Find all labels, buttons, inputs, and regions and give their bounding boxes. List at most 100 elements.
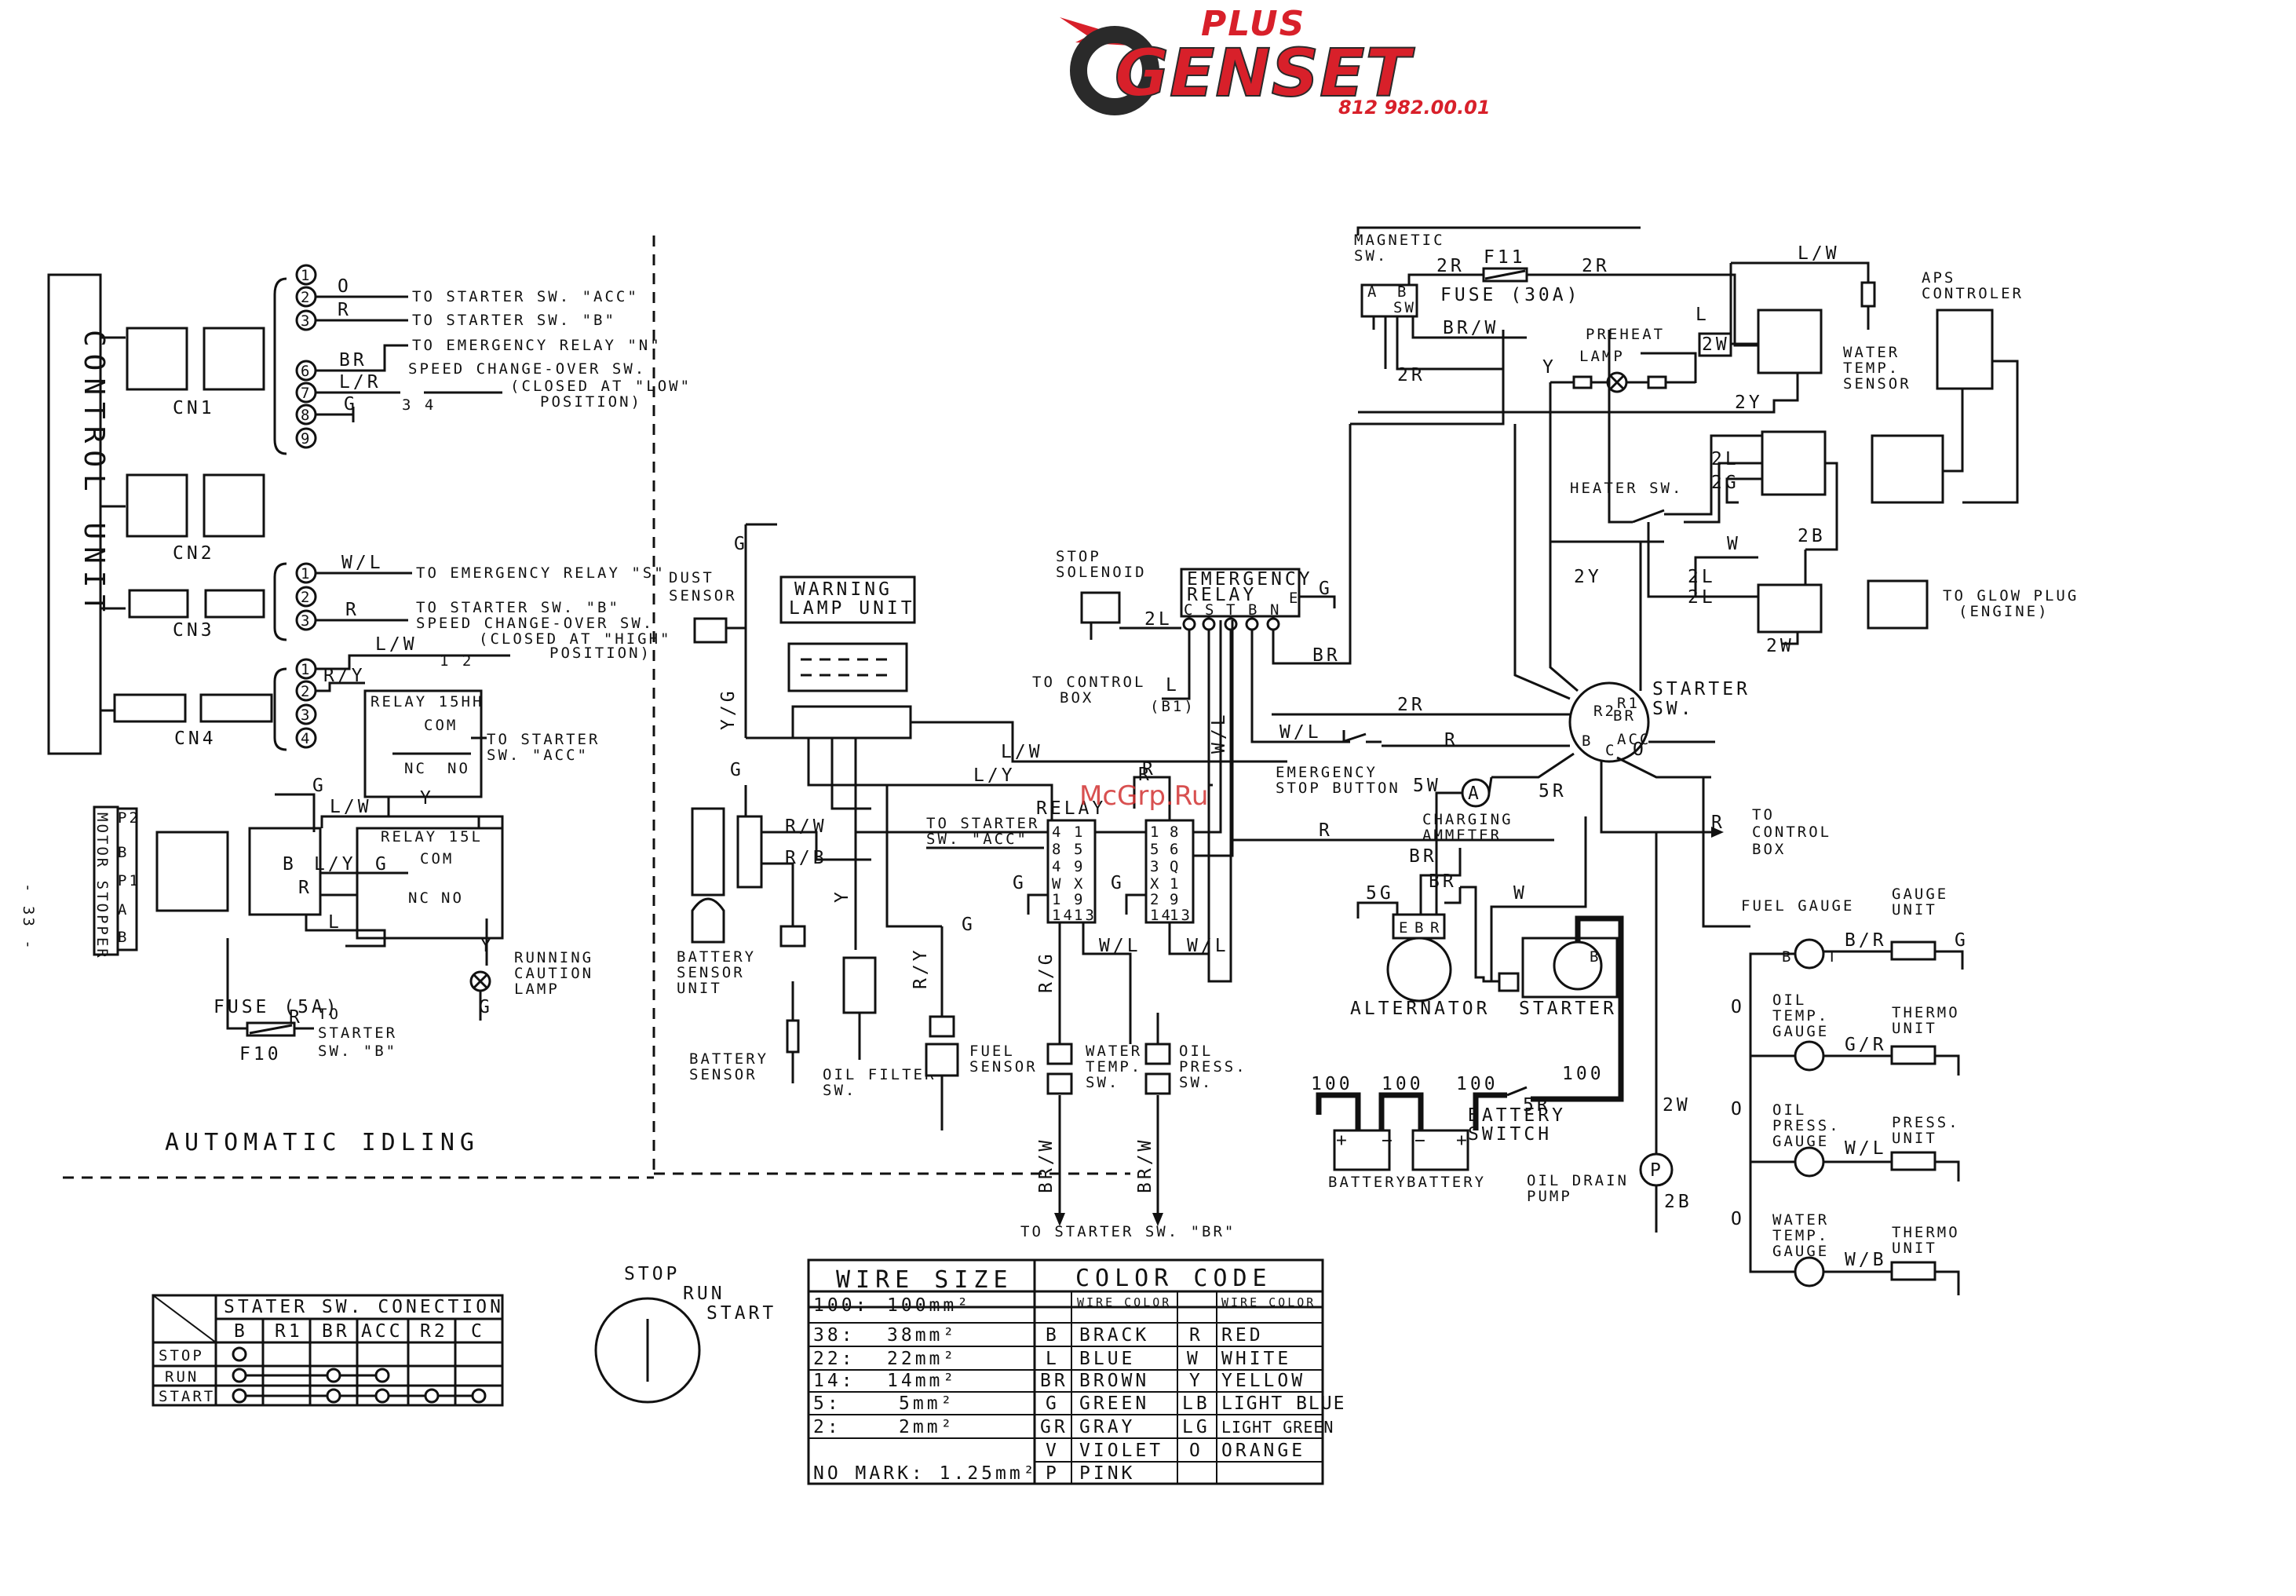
connector-cn1: CN1 1 2 3 6 7 8 9 O R BR L/R G TO STARTE… xyxy=(126,264,689,455)
control-unit-box xyxy=(47,273,102,755)
svg-text:ORANGE: ORANGE xyxy=(1221,1441,1305,1461)
svg-text:100mm²: 100mm² xyxy=(887,1295,971,1316)
svg-text:BATTERY: BATTERY xyxy=(1468,1105,1566,1126)
svg-text:8: 8 xyxy=(1052,841,1063,858)
svg-text:T: T xyxy=(1827,948,1838,966)
svg-text:A: A xyxy=(1367,283,1378,301)
svg-text:BR: BR xyxy=(1040,1371,1068,1391)
svg-text:2W: 2W xyxy=(1766,636,1794,656)
svg-text:BR: BR xyxy=(1429,871,1457,892)
svg-text:CONTROLER: CONTROLER xyxy=(1922,285,2024,302)
svg-text:B: B xyxy=(234,1321,248,1342)
connector-cn3: CN3 1 2 3 W/L R TO EMERGENCY RELAY "S" T… xyxy=(128,553,671,662)
svg-text:START: START xyxy=(706,1303,776,1324)
svg-text:CONTROL: CONTROL xyxy=(1752,824,1831,841)
svg-text:LIGHT BLUE: LIGHT BLUE xyxy=(1221,1393,1345,1414)
svg-text:Q: Q xyxy=(1170,858,1181,875)
svg-text:B: B xyxy=(1590,948,1601,966)
svg-text:TEMP.: TEMP. xyxy=(1086,1058,1142,1076)
svg-text:MAGNETIC: MAGNETIC xyxy=(1354,232,1445,249)
svg-text:8: 8 xyxy=(1170,824,1181,841)
svg-text:R1: R1 xyxy=(275,1321,303,1342)
svg-text:9: 9 xyxy=(1170,891,1181,908)
svg-text:COLOR CODE: COLOR CODE xyxy=(1075,1265,1272,1292)
svg-text:STATER SW. CONECTION: STATER SW. CONECTION xyxy=(224,1297,504,1317)
svg-text:RUNNING: RUNNING xyxy=(514,949,593,966)
fuel-gauge xyxy=(1794,938,1825,970)
svg-text:TEMP.: TEMP. xyxy=(1772,1007,1829,1024)
svg-text:1: 1 xyxy=(301,267,312,284)
svg-text:2mm²: 2mm² xyxy=(899,1417,955,1437)
svg-text:5:: 5: xyxy=(813,1393,841,1414)
svg-text:5R: 5R xyxy=(1539,781,1567,802)
oil-temp-gauge xyxy=(1794,1040,1825,1072)
svg-text:P2: P2 xyxy=(118,809,141,827)
svg-text:W/L: W/L xyxy=(341,553,384,573)
svg-text:4: 4 xyxy=(301,730,312,747)
svg-text:9: 9 xyxy=(301,430,312,447)
svg-text:BR/W: BR/W xyxy=(1036,1138,1057,1193)
wire-code-table: WIRE SIZE COLOR CODE WIRE COLOR WIRE COL… xyxy=(807,1258,1345,1485)
svg-text:CHARGING: CHARGING xyxy=(1422,811,1513,828)
svg-text:VIOLET: VIOLET xyxy=(1079,1441,1163,1461)
cn3-label: CN3 xyxy=(173,620,215,641)
svg-text:SW.: SW. xyxy=(1652,699,1695,719)
svg-text:B: B xyxy=(1414,919,1425,937)
svg-text:R2: R2 xyxy=(420,1321,448,1342)
svg-text:L/W: L/W xyxy=(375,634,418,655)
oil-press-gauge xyxy=(1794,1146,1825,1178)
svg-text:6: 6 xyxy=(301,363,312,380)
svg-text:1: 1 xyxy=(1170,875,1181,893)
logo-plus: PLUS xyxy=(1201,4,1305,44)
svg-text:SW. "ACC": SW. "ACC" xyxy=(487,747,589,764)
svg-text:G: G xyxy=(1955,930,1969,951)
svg-text:G: G xyxy=(1046,1393,1060,1414)
svg-text:2:: 2: xyxy=(813,1417,841,1437)
svg-text:5R: 5R xyxy=(1523,1095,1551,1116)
svg-text:A: A xyxy=(118,901,129,919)
connector-cn2: CN2 xyxy=(126,473,265,564)
svg-text:FUSE (5A): FUSE (5A) xyxy=(214,997,340,1017)
svg-text:5: 5 xyxy=(1074,841,1085,858)
svg-text:G: G xyxy=(312,776,327,796)
svg-text:R: R xyxy=(1142,759,1156,780)
svg-text:9: 9 xyxy=(1074,891,1085,908)
starter-switch xyxy=(1568,681,1650,763)
svg-text:V: V xyxy=(1046,1441,1060,1461)
svg-text:P: P xyxy=(1046,1463,1060,1484)
svg-text:SW. "B": SW. "B" xyxy=(318,1043,397,1060)
svg-text:Y/G: Y/G xyxy=(718,688,739,730)
svg-text:SW.: SW. xyxy=(823,1082,856,1099)
svg-text:2R: 2R xyxy=(1397,365,1425,385)
svg-text:6: 6 xyxy=(1170,841,1181,858)
svg-text:SWITCH: SWITCH xyxy=(1468,1124,1552,1145)
svg-text:B/R: B/R xyxy=(1845,930,1887,951)
svg-text:OIL DRAIN: OIL DRAIN xyxy=(1527,1172,1629,1189)
alternator xyxy=(1386,937,1452,1003)
svg-text:BOX: BOX xyxy=(1752,841,1786,858)
svg-text:OIL: OIL xyxy=(1772,992,1806,1009)
svg-text:38:: 38: xyxy=(813,1325,856,1346)
svg-text:TO STARTER: TO STARTER xyxy=(487,731,600,748)
svg-text:GAUGE: GAUGE xyxy=(1892,886,1948,903)
svg-text:(CLOSED AT "HIGH": (CLOSED AT "HIGH" xyxy=(479,630,671,648)
svg-text:L: L xyxy=(1046,1349,1060,1369)
svg-text:PREHEAT: PREHEAT xyxy=(1586,326,1665,343)
svg-text:5W: 5W xyxy=(1413,776,1441,796)
svg-text:R: R xyxy=(289,1007,303,1028)
svg-text:T: T xyxy=(1226,601,1237,619)
svg-text:PRESS.: PRESS. xyxy=(1772,1117,1841,1134)
svg-text:E: E xyxy=(1289,590,1300,607)
svg-text:BATTERY: BATTERY xyxy=(1407,1174,1486,1191)
svg-text:+: + xyxy=(1336,1130,1350,1151)
svg-text:100: 100 xyxy=(1382,1074,1424,1094)
svg-text:TO GLOW PLUG: TO GLOW PLUG xyxy=(1943,587,2079,604)
svg-text:B: B xyxy=(283,854,297,875)
svg-text:BRACK: BRACK xyxy=(1079,1325,1149,1346)
svg-text:2: 2 xyxy=(301,683,312,700)
dust-sensor xyxy=(693,617,728,644)
svg-text:ALTERNATOR: ALTERNATOR xyxy=(1350,999,1490,1019)
svg-text:SW.: SW. xyxy=(1086,1074,1119,1091)
svg-text:RED: RED xyxy=(1221,1325,1264,1346)
